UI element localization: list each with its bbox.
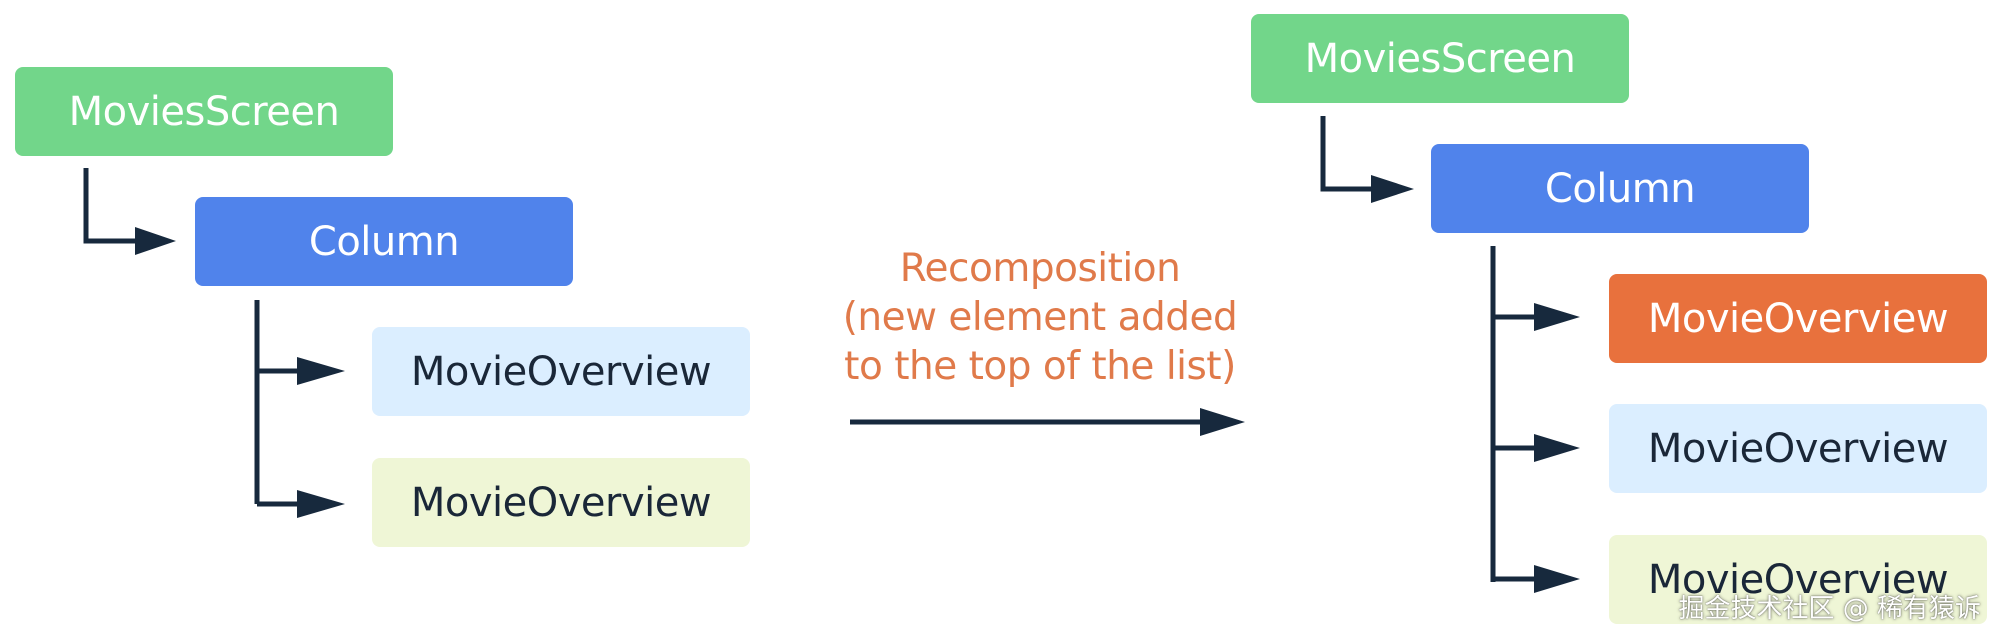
- connector-screen-to-column: [83, 168, 145, 244]
- after-movie-overview-label-2: MovieOverview: [1647, 425, 1949, 472]
- caption-line-2: (new element added: [842, 295, 1238, 340]
- arrow-head-icon: [135, 227, 176, 255]
- before-movies-screen-label: MoviesScreen: [68, 88, 340, 135]
- before-movie-overview-node-1: MovieOverview: [372, 327, 750, 416]
- after-movies-screen-label: MoviesScreen: [1304, 35, 1576, 82]
- after-column-node: Column: [1431, 144, 1809, 233]
- arrow-head-icon: [1534, 565, 1580, 593]
- connector-screen-to-column-after: [1320, 116, 1381, 192]
- before-column-label: Column: [308, 218, 460, 265]
- after-movie-overview-node-2: MovieOverview: [1609, 404, 1987, 493]
- arrow-head-icon: [1534, 303, 1580, 331]
- arrow-head-icon: [297, 357, 345, 385]
- arrow-head-icon: [1534, 434, 1580, 462]
- caption-line-1: Recomposition: [899, 246, 1181, 291]
- watermark-text: 掘金技术社区 @ 稀有猿诉: [1678, 594, 1981, 624]
- before-movie-overview-label-2: MovieOverview: [410, 479, 712, 526]
- recomposition-caption: Recomposition (new element added to the …: [840, 244, 1240, 391]
- before-movie-overview-node-2: MovieOverview: [372, 458, 750, 547]
- before-movies-screen-node: MoviesScreen: [15, 67, 393, 156]
- arrow-head-icon: [297, 490, 345, 518]
- after-movie-overview-label-3: MovieOverview: [1647, 556, 1949, 603]
- after-movies-screen-node: MoviesScreen: [1251, 14, 1629, 103]
- after-movie-overview-node-3: MovieOverview: [1609, 535, 1987, 624]
- arrow-head-icon: [1371, 175, 1414, 203]
- after-column-label: Column: [1544, 165, 1696, 212]
- after-new-movie-overview-label: MovieOverview: [1647, 295, 1949, 342]
- caption-line-3: to the top of the list): [844, 344, 1236, 389]
- before-movie-overview-label-1: MovieOverview: [410, 348, 712, 395]
- after-new-movie-overview-node: MovieOverview: [1609, 274, 1987, 363]
- arrow-head-icon: [1200, 408, 1245, 436]
- before-column-node: Column: [195, 197, 573, 286]
